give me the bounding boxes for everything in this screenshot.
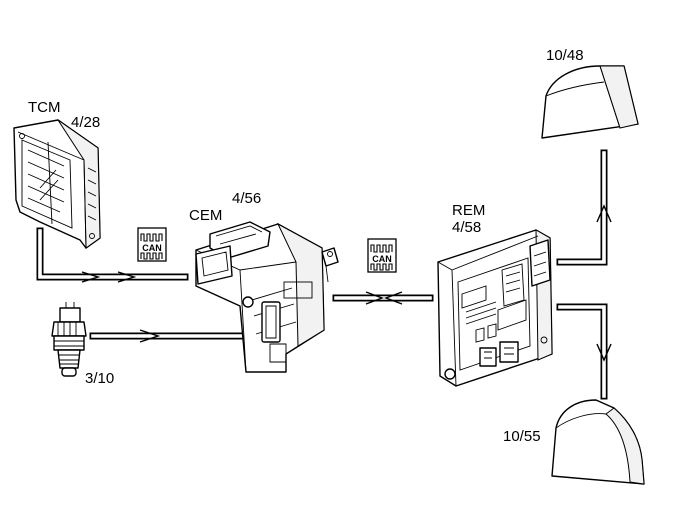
cem-module: [195, 221, 339, 373]
tcm-code: 4/28: [71, 114, 100, 131]
can-bus-badge-right: CAN: [367, 238, 397, 273]
temperature-sensor: [51, 302, 87, 377]
can-bus-badge-left: CAN: [137, 227, 167, 262]
wire-tcm-cem: [36, 227, 189, 283]
tcm-label: TCM: [28, 99, 61, 116]
can-label-left: CAN: [142, 243, 162, 253]
rem-label: REM: [452, 202, 485, 219]
lamp-bottom: [551, 399, 645, 485]
cem-code: 4/56: [232, 190, 261, 207]
wire-rem-lamp-top: [556, 149, 612, 266]
lamp-top-code: 10/48: [546, 47, 584, 64]
can-label-right: CAN: [372, 254, 392, 264]
wire-rem-lamp-bottom: [556, 303, 612, 400]
lamp-top: [541, 65, 639, 139]
wire-sensor-cem: [89, 329, 246, 343]
rem-module: [437, 229, 553, 387]
tcm-module: [13, 119, 101, 249]
cem-label: CEM: [189, 207, 222, 224]
wire-cem-rem: [332, 291, 434, 305]
rem-code: 4/58: [452, 219, 481, 236]
sensor-code: 3/10: [85, 370, 114, 387]
lamp-bottom-code: 10/55: [503, 428, 541, 445]
